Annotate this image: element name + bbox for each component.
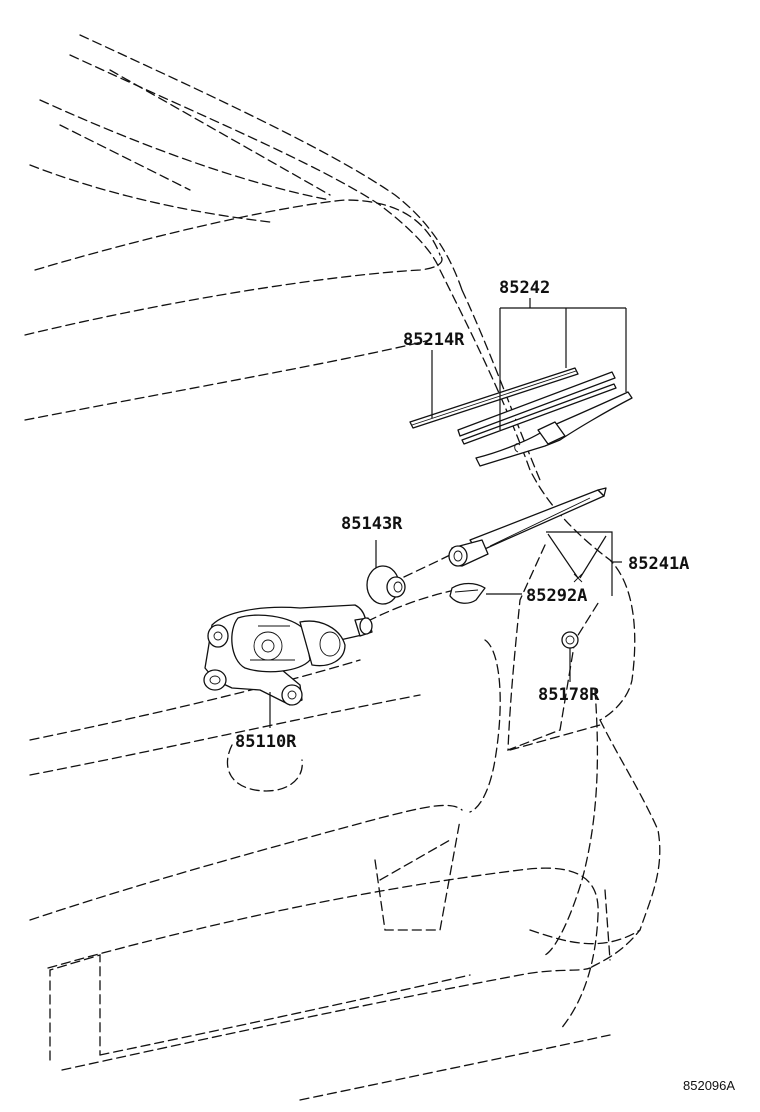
arm-head-cap <box>449 582 486 604</box>
callout-85241a: 85241A <box>628 554 689 574</box>
callout-85143r: 85143R <box>341 514 403 534</box>
leader-lines <box>269 298 627 728</box>
callout-labels: 85242 85214R 85143R 85241A 85292A 85178R… <box>235 278 735 1093</box>
callout-85178r: 85178R <box>538 685 600 705</box>
callout-85110r: 85110R <box>235 732 297 752</box>
wiper-arm <box>448 487 607 567</box>
vehicle-body-outline <box>24 34 661 1101</box>
callout-85292a: 85292A <box>526 586 587 606</box>
pivot-cap <box>366 565 406 605</box>
figure-code: 852096A <box>683 1078 735 1093</box>
wiper-motor <box>203 604 373 706</box>
callout-85242: 85242 <box>499 278 550 298</box>
grommet <box>561 631 579 649</box>
callout-85214r: 85214R <box>403 330 465 350</box>
wiper-blade-assembly <box>409 367 633 467</box>
